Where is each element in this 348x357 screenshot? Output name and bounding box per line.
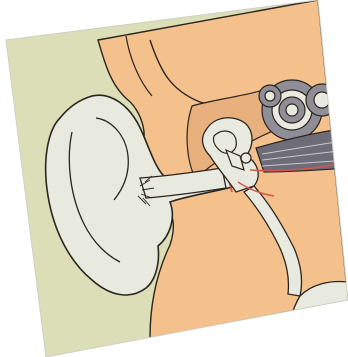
ear-anatomy-svg	[0, 0, 348, 357]
ear-anatomy-illustration	[0, 0, 348, 357]
